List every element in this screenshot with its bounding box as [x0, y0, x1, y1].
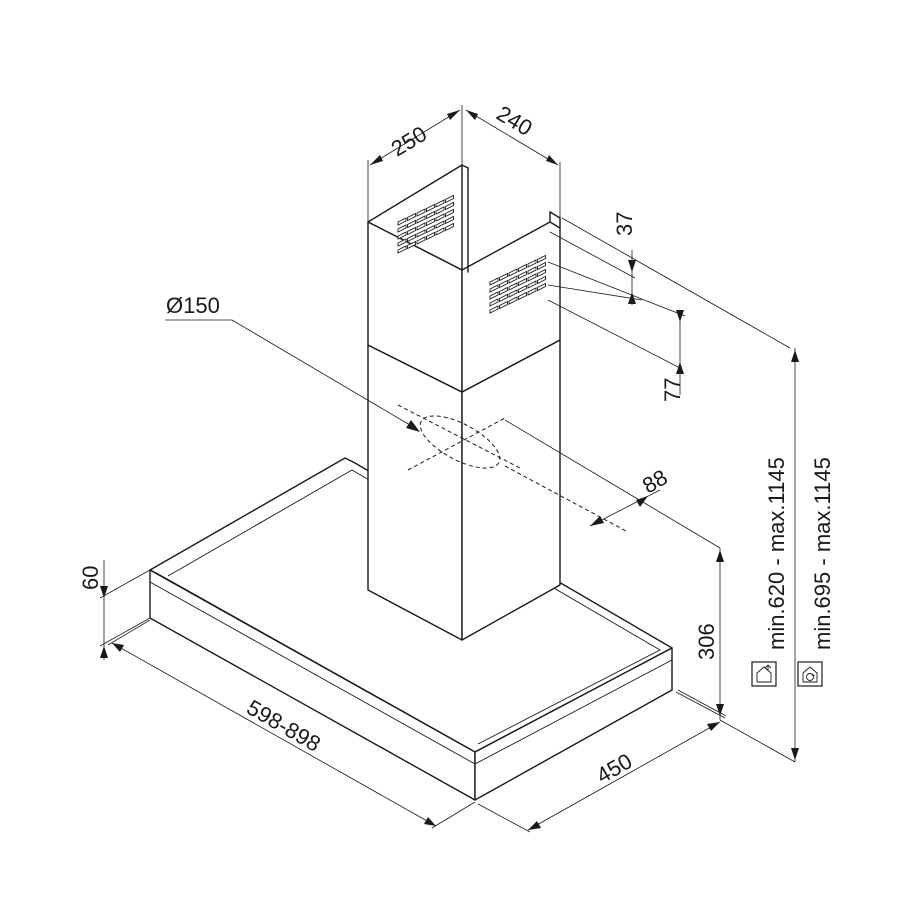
vent-slot [527, 280, 537, 289]
dim-canopy-thickness [99, 560, 151, 660]
vent-slot [508, 282, 518, 291]
vent-slot [407, 212, 416, 222]
vent-slot [527, 287, 537, 296]
vent-slot [397, 224, 407, 233]
vent-slot [397, 238, 407, 247]
vent-slot [499, 272, 508, 282]
vent-slot [445, 194, 454, 204]
vent-slot [537, 268, 546, 278]
vent-slot [527, 266, 537, 275]
label-canopy-height: 306 [694, 623, 719, 660]
vent-slot [489, 291, 499, 300]
vent-slot [407, 226, 416, 236]
label-chimney-depth: 240 [492, 101, 536, 141]
hood-chimney [367, 164, 561, 641]
vent-slot [499, 293, 508, 303]
vent-slot [508, 296, 518, 305]
vent-slot [435, 206, 445, 215]
extraction-mode-icon [751, 661, 777, 687]
vent-slot [435, 213, 445, 222]
vent-slot [508, 268, 518, 277]
vent-slot [426, 224, 435, 234]
vent-slot [435, 227, 445, 236]
vent-slot [426, 231, 435, 241]
vent-slot [445, 201, 454, 211]
recirculation-mode-icon [797, 661, 823, 687]
vent-slot [416, 229, 426, 238]
vent-slot [397, 217, 407, 226]
vent-slot [518, 291, 527, 301]
vent-slot [499, 300, 508, 310]
vent-slot [435, 199, 445, 208]
dim-width [107, 619, 476, 829]
vent-slots-back [397, 194, 454, 254]
vent-slot [435, 220, 445, 229]
dim-top-offsets [547, 217, 791, 395]
vent-slots-side [489, 254, 546, 314]
vent-slot [537, 282, 546, 292]
chimney-lower-front [367, 344, 463, 641]
vent-slot [445, 215, 454, 225]
dim-outlet-leader [165, 319, 420, 432]
chimney-upper-side [461, 221, 561, 393]
label-height-extraction: min.620 - max.1145 [764, 457, 789, 650]
label-chimney-width: 250 [387, 121, 431, 161]
vent-slot [508, 275, 518, 284]
vent-slot [518, 284, 527, 294]
vent-slot [527, 273, 537, 282]
label-canopy-thickness: 60 [78, 566, 103, 590]
dim-outlet-offset [504, 419, 721, 549]
vent-slot [397, 245, 407, 254]
label-top-offset: 37 [612, 212, 637, 236]
vent-slot [426, 203, 435, 213]
vent-slot [489, 284, 499, 293]
vent-slot [407, 240, 416, 250]
vent-slot [397, 231, 407, 240]
vent-slot [445, 222, 454, 232]
dim-overall-height [719, 348, 799, 763]
label-depth: 450 [592, 748, 636, 788]
vent-slot [527, 259, 537, 268]
outlet-hidden-lines [397, 404, 629, 533]
label-vent-offset: 77 [660, 378, 685, 402]
vent-slot [416, 222, 426, 231]
vent-slot [537, 275, 546, 285]
vent-slot [537, 261, 546, 271]
vent-slot [445, 208, 454, 218]
vent-slot [508, 289, 518, 298]
label-height-recirculation: min.695 - max.1145 [810, 457, 835, 650]
vent-slot [537, 254, 546, 264]
label-outlet-diameter: Ø150 [166, 293, 220, 318]
vent-slot [499, 286, 508, 296]
vent-slot [407, 233, 416, 243]
label-outlet-offset: 88 [638, 464, 672, 498]
vent-slot [426, 217, 435, 227]
vent-slot [489, 298, 499, 307]
vent-slot [416, 236, 426, 245]
vent-slot [518, 277, 527, 287]
vent-slot [407, 219, 416, 229]
vent-slot [518, 263, 527, 273]
dim-canopy-height [677, 548, 727, 720]
dim-depth [477, 691, 726, 833]
vent-slot [518, 270, 527, 280]
vent-slot [426, 210, 435, 220]
vent-slot [416, 208, 426, 217]
vent-slot [489, 277, 499, 286]
dim-chimney-top [367, 105, 561, 222]
vent-slot [499, 279, 508, 289]
vent-slot [489, 305, 499, 314]
vent-slot [416, 215, 426, 224]
